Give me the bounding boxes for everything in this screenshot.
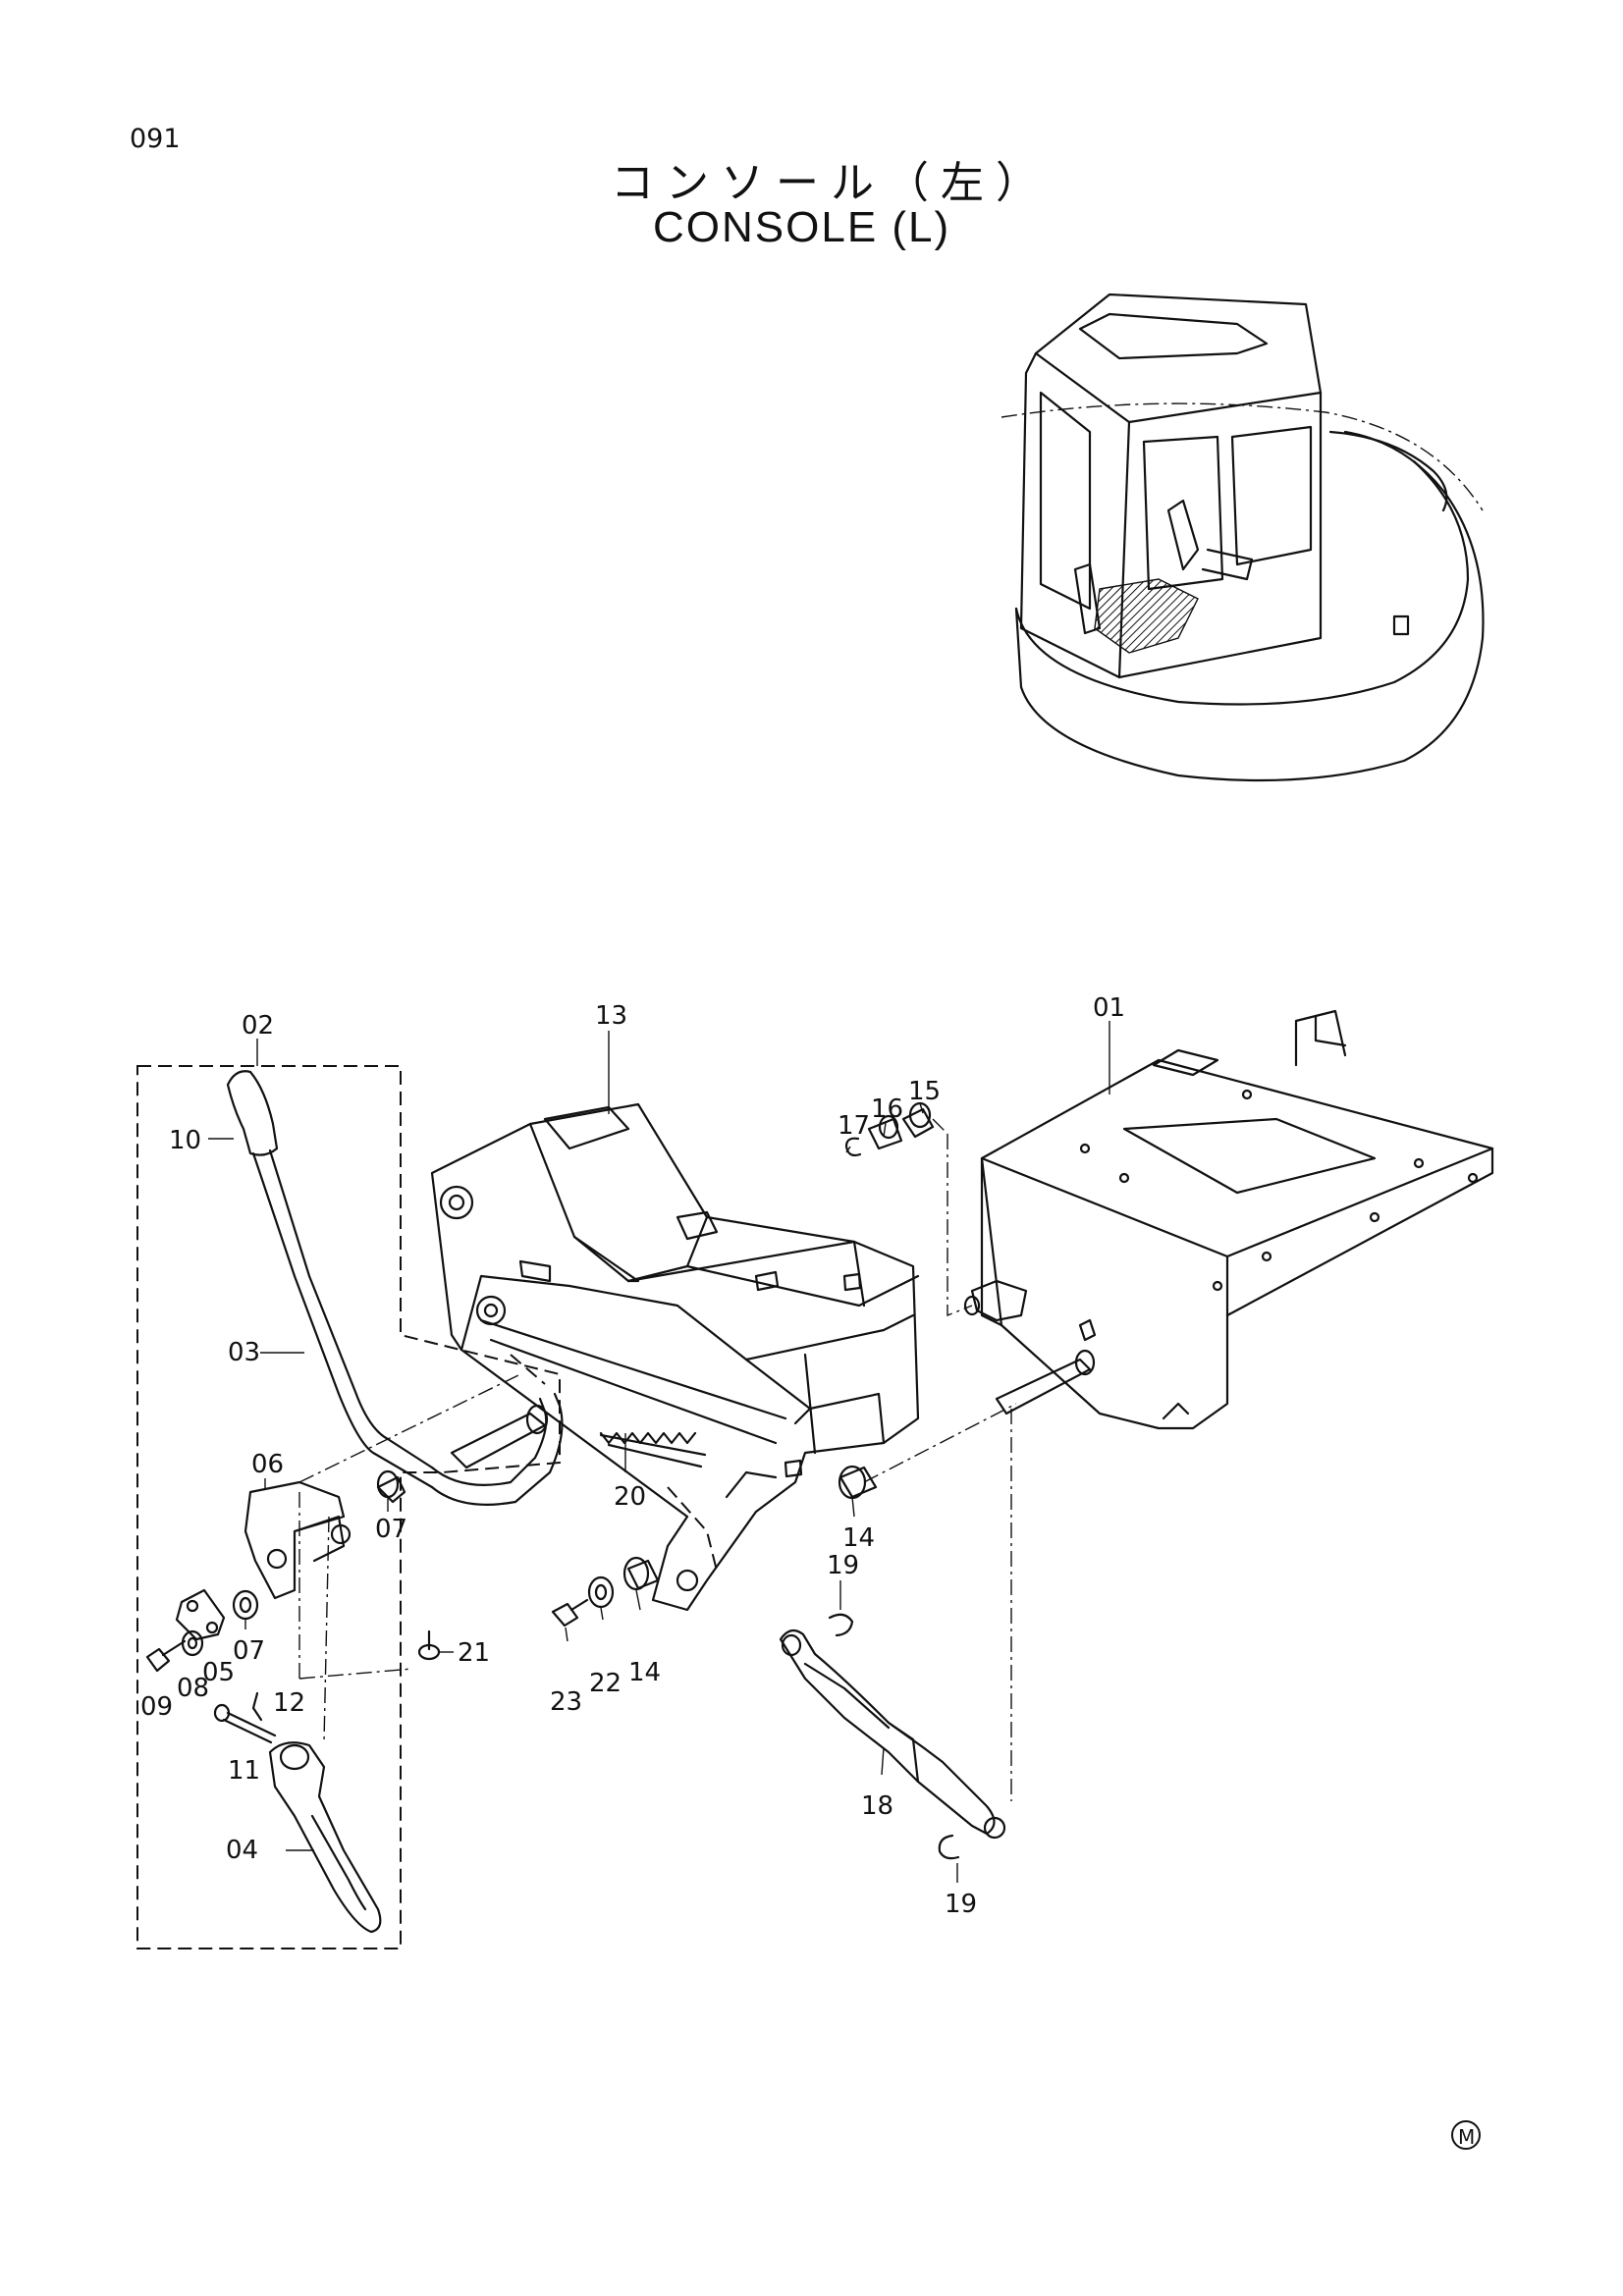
callout-23: 23 bbox=[550, 1687, 582, 1717]
callout-18: 18 bbox=[861, 1791, 893, 1821]
callout-14a: 14 bbox=[842, 1523, 875, 1553]
callout-14b: 14 bbox=[628, 1658, 661, 1687]
callout-11: 11 bbox=[228, 1756, 260, 1786]
callout-04: 04 bbox=[226, 1836, 258, 1865]
spring bbox=[599, 1431, 707, 1468]
page-number: 091 bbox=[130, 124, 181, 154]
washer-22 bbox=[587, 1575, 615, 1609]
callout-15: 15 bbox=[908, 1077, 941, 1106]
callout-01: 01 bbox=[1093, 993, 1125, 1023]
bushing-14-lower bbox=[622, 1556, 660, 1591]
gas-strut bbox=[779, 1629, 1006, 1840]
title-japanese: コンソール（左） bbox=[611, 158, 1051, 208]
mark-letter: M bbox=[1458, 2125, 1475, 2149]
bushing-15 bbox=[901, 1101, 935, 1139]
bolt-23 bbox=[551, 1598, 589, 1628]
machine-overview-illustration bbox=[1001, 293, 1485, 782]
callout-13: 13 bbox=[595, 1001, 627, 1031]
arm bbox=[268, 1741, 382, 1934]
callout-22: 22 bbox=[589, 1669, 622, 1698]
pin-11 bbox=[213, 1703, 277, 1744]
callout-02: 02 bbox=[242, 1011, 274, 1041]
callout-20: 20 bbox=[614, 1482, 646, 1512]
bracket bbox=[243, 1480, 352, 1600]
callout-10: 10 bbox=[169, 1126, 201, 1155]
base-pin bbox=[995, 1349, 1096, 1415]
callout-07b: 07 bbox=[233, 1636, 265, 1666]
e-clip-19-lower bbox=[938, 1834, 960, 1860]
e-clip-17 bbox=[844, 1137, 862, 1157]
bushing-07-lower bbox=[232, 1589, 259, 1621]
lever-assembly-boundary bbox=[136, 1065, 561, 1949]
callout-07a: 07 bbox=[375, 1515, 407, 1544]
callout-12: 12 bbox=[273, 1688, 305, 1718]
lever-knob bbox=[226, 1070, 279, 1156]
callout-21: 21 bbox=[458, 1638, 490, 1668]
console-frame bbox=[430, 1102, 920, 1612]
callout-06: 06 bbox=[251, 1450, 284, 1479]
lever-rod bbox=[251, 1151, 434, 1489]
callout-09: 09 bbox=[140, 1692, 173, 1722]
callout-08: 08 bbox=[177, 1674, 209, 1703]
cotter-pin bbox=[251, 1691, 263, 1722]
base-plate bbox=[980, 1009, 1494, 1430]
callout-19a: 19 bbox=[827, 1551, 859, 1580]
bolt-09 bbox=[145, 1639, 187, 1673]
callout-17: 17 bbox=[838, 1111, 870, 1141]
leader-lines bbox=[208, 1021, 1110, 1883]
callout-19b: 19 bbox=[945, 1890, 977, 1919]
manufacturer-mark: M bbox=[1451, 2120, 1481, 2150]
title-english: CONSOLE (L) bbox=[653, 203, 951, 251]
plate bbox=[175, 1588, 226, 1641]
bushing-14-upper bbox=[838, 1465, 878, 1500]
bushing-16 bbox=[867, 1114, 903, 1150]
callout-labels: 01 02 03 04 05 06 07 07 08 09 10 11 12 1… bbox=[140, 993, 1125, 1919]
callout-16: 16 bbox=[871, 1095, 903, 1124]
callout-03: 03 bbox=[228, 1338, 260, 1367]
bolt-21 bbox=[417, 1629, 441, 1661]
e-clip-19-upper bbox=[828, 1613, 854, 1637]
cylinder-mount bbox=[963, 1279, 1028, 1322]
callout-05: 05 bbox=[202, 1658, 235, 1687]
